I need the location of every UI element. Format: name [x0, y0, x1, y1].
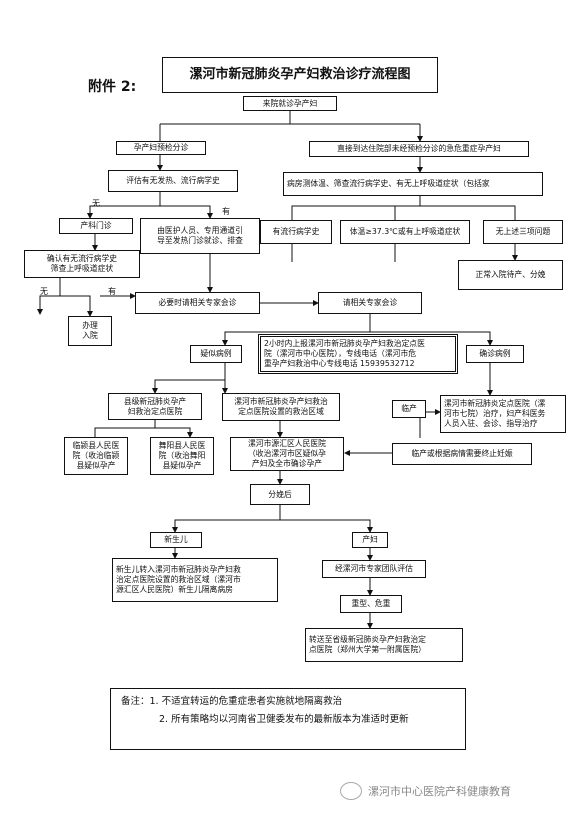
node-prenatal-triage: 孕产妇预检分诊	[116, 141, 206, 155]
wechat-icon	[340, 782, 362, 800]
node-labor: 临产	[392, 400, 426, 418]
node-temp-screen: 病房测体温、筛查流行病学史、有无上呼吸道症状（包括家	[283, 172, 543, 196]
label-yes: 有	[222, 207, 230, 216]
node-severe: 重型、危重	[340, 595, 402, 613]
node-expert-if-needed: 必要时请相关专家会诊	[135, 292, 260, 314]
annex-label: 附件 2:	[88, 79, 137, 95]
node-epi-history: 有流行病学史	[260, 220, 332, 244]
node-transfer-provincial: 转送至省级新冠肺炎孕产妇救治定 点医院（郑州大学第一附属医院）	[305, 628, 463, 662]
node-none-three: 无上述三项问题	[483, 220, 563, 244]
node-after-delivery: 分娩后	[250, 484, 310, 505]
node-obstetric-clinic: 产科门诊	[59, 218, 133, 234]
node-county-hospital: 县级新冠肺炎孕产 妇救治定点医院	[108, 393, 202, 420]
node-city-hospital-7: 漯河市新冠肺炎定点医院（漯 河市七院）治疗，妇产科医务 人员入驻、会诊、指导治疗	[440, 395, 566, 433]
node-normal-delivery: 正常入院待产、分娩	[458, 260, 563, 290]
label-no-2: 无	[40, 287, 48, 296]
node-expert-eval: 经漯河市专家团队评估	[322, 560, 426, 578]
node-assess-fever: 评估有无发热、流行病学史	[108, 170, 238, 192]
label-yes-2: 有	[108, 287, 116, 296]
node-mother: 产妇	[352, 532, 388, 548]
footer-text: 漯河市中心医院产科健康教育	[368, 785, 511, 798]
node-report: 2小时内上报漯河市新冠肺炎孕产妇救治定点医 院（漯河市中心医院），专线电话（漯河…	[258, 334, 458, 374]
node-escort-fever-clinic: 由医护人员、专用通道引 导至发热门诊就诊、排查	[140, 218, 260, 254]
node-expert-consult: 请相关专家会诊	[318, 292, 422, 314]
node-newborn: 新生儿	[150, 532, 202, 548]
node-direct-admission: 直接到达住院部未经预检分诊的急危重症孕产妇	[309, 141, 529, 157]
node-admission: 办理 入院	[68, 316, 112, 346]
label-no: 无	[92, 199, 100, 208]
node-city-zone: 漯河市新冠肺炎孕产妇救治 定点医院设置的救治区域	[222, 393, 340, 421]
node-terminate-pregnancy: 临产或根据病情需要终止妊娠	[392, 443, 532, 465]
notes-box: 备注：1. 不适宜转运的危重症患者实施就地隔离救治 2. 所有策略均以河南省卫健…	[110, 688, 466, 750]
note-item-1: 1. 不适宜转运的危重症患者实施就地隔离救治	[149, 696, 343, 707]
node-yuanhui-hospital: 漯河市源汇区人民医院 （收治漯河市区疑似孕 产妇及全市确诊孕产	[230, 437, 344, 471]
node-linying-hospital: 临颍县人民医 院（收治临颍 县疑似孕产	[64, 437, 128, 475]
note-item-2: 2. 所有策略均以河南省卫健委发布的最新版本为准适时更新	[159, 714, 409, 725]
node-start: 来院就诊孕产妇	[243, 96, 337, 111]
node-confirmed: 确诊病例	[466, 345, 524, 363]
node-suspected: 疑似病例	[190, 345, 242, 363]
node-wuyang-hospital: 舞阳县人民医 院（收治舞阳 县疑似孕产	[150, 437, 214, 475]
footer-watermark: 漯河市中心医院产科健康教育	[340, 782, 511, 800]
node-confirm-epi: 确认有无流行病学史 筛查上呼吸道症状	[24, 250, 140, 278]
node-temp-high: 体温≥37.3℃或有上呼吸道症状	[340, 220, 470, 244]
page-title: 漯河市新冠肺炎孕产妇救治诊疗流程图	[162, 57, 438, 93]
notes-label: 备注：	[121, 696, 150, 707]
node-newborn-transfer: 新生儿转入漯河市新冠肺炎孕产妇救 治定点医院设置的救治区域（漯河市 源汇区人民医…	[112, 558, 278, 602]
